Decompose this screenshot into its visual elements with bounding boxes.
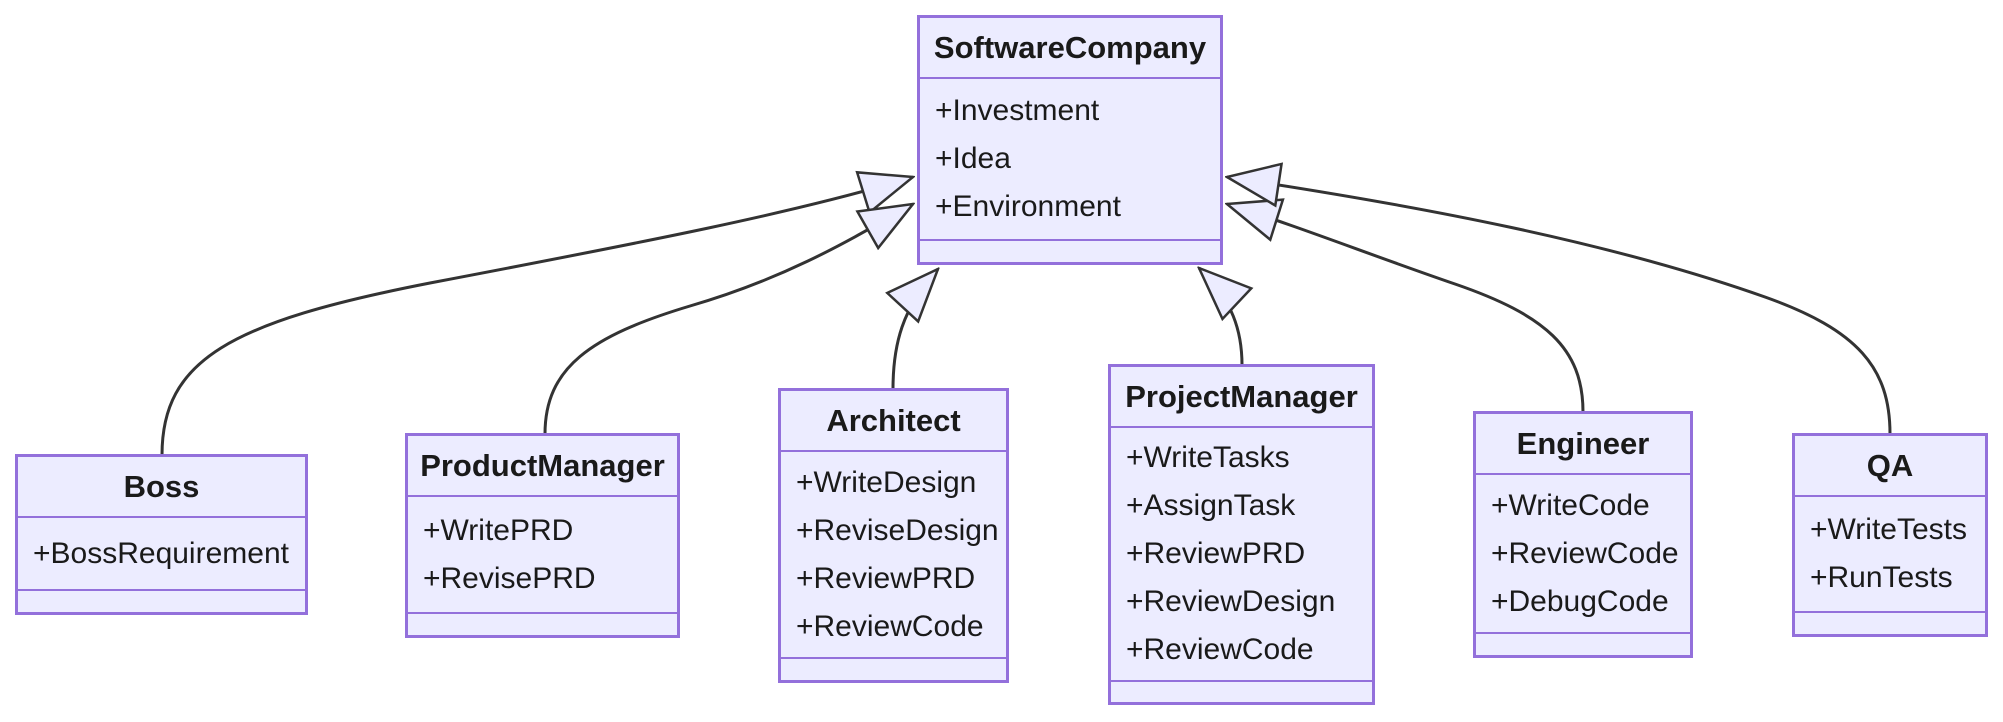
- edge-productmanager-to-softwarecompany: [543, 204, 913, 435]
- class-title: SoftwareCompany: [920, 18, 1220, 79]
- class-title: QA: [1795, 436, 1985, 497]
- member: +ReviewCode: [1491, 536, 1679, 570]
- empty-methods-compartment: [18, 589, 305, 612]
- class-title: ProductManager: [408, 436, 677, 497]
- member: +RunTests: [1810, 561, 1953, 594]
- class-node-architect: Architect +WriteDesign +ReviseDesign +Re…: [778, 388, 1009, 683]
- class-title: Engineer: [1476, 414, 1690, 475]
- empty-methods-compartment: [1795, 611, 1985, 634]
- class-node-qa: QA +WriteTests +RunTests: [1792, 433, 1988, 637]
- class-node-boss: Boss +BossRequirement: [15, 454, 308, 615]
- edge-architect-to-softwarecompany: [893, 269, 938, 390]
- empty-methods-compartment: [920, 239, 1220, 262]
- class-members: +WriteCode +ReviewCode +DebugCode: [1476, 475, 1690, 632]
- member: +WriteDesign: [796, 465, 977, 499]
- edge-projectmanager-to-softwarecompany: [1199, 268, 1242, 366]
- class-node-projectmanager: ProjectManager +WriteTasks +AssignTask +…: [1108, 364, 1375, 705]
- class-title: Architect: [781, 391, 1006, 452]
- class-members: +Investment +Idea +Environment: [920, 79, 1220, 239]
- member: +WritePRD: [423, 513, 574, 547]
- member: +ReviewCode: [796, 609, 984, 643]
- member: +Environment: [935, 190, 1121, 223]
- member: +ReviewDesign: [1126, 585, 1336, 618]
- member: +BossRequirement: [33, 536, 289, 570]
- member: +Idea: [935, 142, 1011, 175]
- class-node-softwarecompany: SoftwareCompany +Investment +Idea +Envir…: [917, 15, 1223, 265]
- member: +WriteCode: [1491, 488, 1650, 522]
- empty-methods-compartment: [781, 657, 1006, 680]
- member: +ReviewPRD: [1126, 537, 1306, 570]
- member: +ReviewCode: [1126, 633, 1314, 666]
- class-node-engineer: Engineer +WriteCode +ReviewCode +DebugCo…: [1473, 411, 1693, 658]
- empty-methods-compartment: [1476, 632, 1690, 655]
- member: +RevisePRD: [423, 561, 596, 595]
- class-title: Boss: [18, 457, 305, 518]
- class-members: +WriteTests +RunTests: [1795, 497, 1985, 611]
- member: +WriteTests: [1810, 513, 1967, 546]
- class-node-productmanager: ProductManager +WritePRD +RevisePRD: [405, 433, 680, 638]
- class-members: +WritePRD +RevisePRD: [408, 497, 677, 612]
- class-members: +WriteTasks +AssignTask +ReviewPRD +Revi…: [1111, 428, 1372, 680]
- empty-methods-compartment: [1111, 680, 1372, 703]
- empty-methods-compartment: [408, 612, 677, 635]
- edge-boss-to-softwarecompany: [160, 177, 913, 456]
- class-title: ProjectManager: [1111, 367, 1372, 428]
- edge-engineer-to-softwarecompany: [1227, 204, 1585, 413]
- member: +ReviewPRD: [796, 561, 976, 595]
- class-members: +BossRequirement: [18, 518, 305, 589]
- edge-qa-to-softwarecompany: [1227, 177, 1892, 435]
- class-members: +WriteDesign +ReviseDesign +ReviewPRD +R…: [781, 452, 1006, 657]
- member: +ReviseDesign: [796, 513, 999, 547]
- member: +AssignTask: [1126, 489, 1296, 522]
- member: +WriteTasks: [1126, 441, 1290, 474]
- member: +Investment: [935, 94, 1100, 127]
- member: +DebugCode: [1491, 584, 1669, 618]
